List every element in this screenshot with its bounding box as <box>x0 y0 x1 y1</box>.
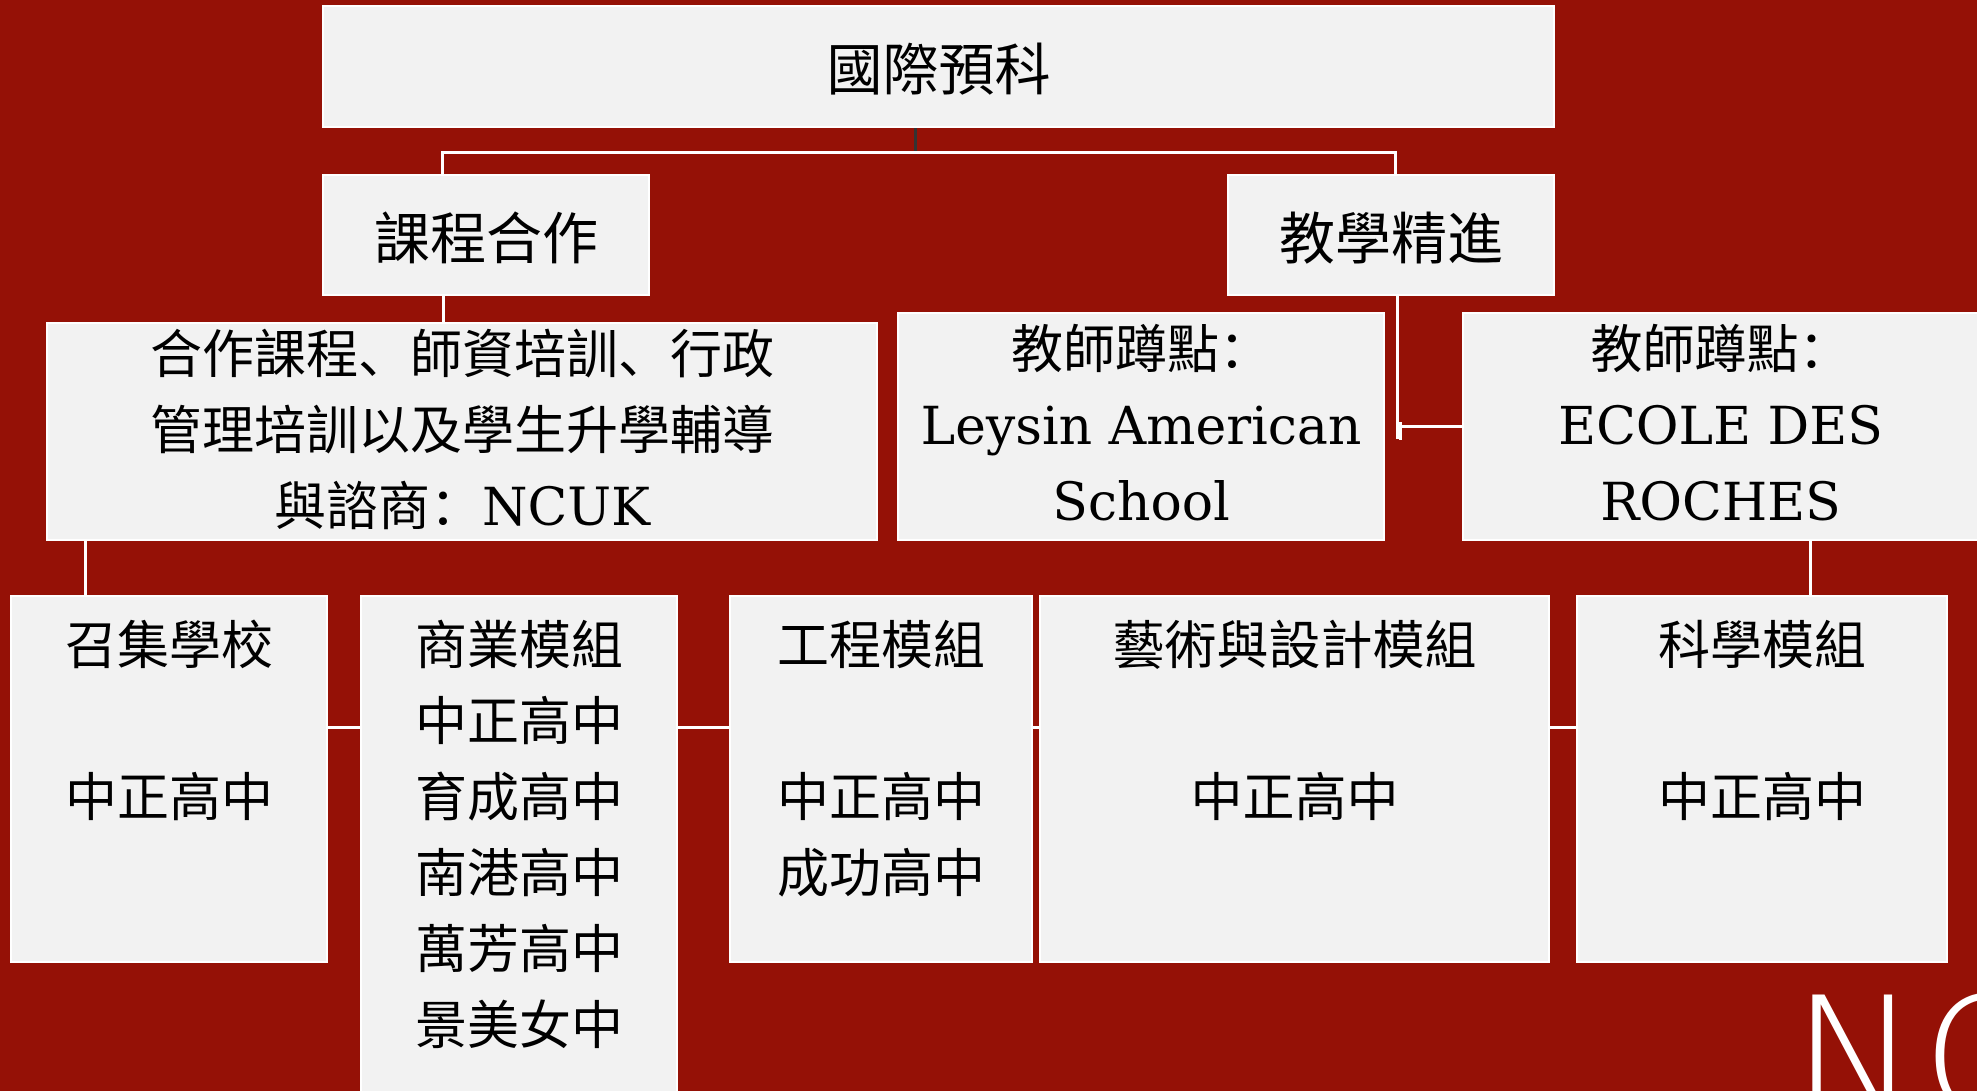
branch-label: 教學精進 <box>1279 207 1503 273</box>
partner-text-line: 與諮商：NCUK <box>274 477 650 538</box>
connector-root-stem <box>914 126 917 151</box>
connector-roches-down <box>1809 539 1812 597</box>
module-title: 工程模組 <box>776 617 985 677</box>
connector-left-branch <box>441 151 444 175</box>
partner-ecole-des-roches: 教師蹲點： ECOLE DES ROCHES <box>1462 312 1977 541</box>
module-school: 中正高中 <box>1657 769 1866 829</box>
partner-text-line: School <box>1052 472 1230 533</box>
ncuk-logo-partial: NC <box>1792 961 1977 1091</box>
branch-course-cooperation: 課程合作 <box>322 174 650 296</box>
partner-text-line: 管理培訓以及學生升學輔導 <box>149 401 774 462</box>
partner-text-line: 教師蹲點： <box>1010 320 1271 381</box>
connector-modules-3-4 <box>1031 726 1041 729</box>
module-school: 中正高中 <box>1190 769 1399 829</box>
connector-right-tick <box>1399 422 1402 440</box>
connector-modules-2-3 <box>676 726 731 729</box>
module-business: 商業模組 中正高中 育成高中 南港高中 萬芳高中 景美女中 <box>360 595 678 1091</box>
module-school: 南港高中 <box>414 845 623 905</box>
connector-right-down <box>1396 294 1399 439</box>
root-node: 國際預科 <box>322 5 1555 128</box>
module-school: 中正高中 <box>414 693 623 753</box>
module-school: 中正高中 <box>64 769 273 829</box>
connector-branch-bar <box>441 151 1397 154</box>
partner-text-line: ROCHES <box>1600 472 1841 533</box>
branch-teaching-improvement: 教學精進 <box>1227 174 1555 296</box>
connector-modules-1-2 <box>326 726 362 729</box>
partner-text-line: 合作課程、師資培訓、行政 <box>149 325 774 386</box>
module-engineering: 工程模組 中正高中 成功高中 <box>729 595 1033 963</box>
module-science: 科學模組 中正高中 <box>1576 595 1948 963</box>
partner-text-line: Leysin American <box>920 396 1362 457</box>
branch-label: 課程合作 <box>374 207 598 273</box>
partner-ncuk: 合作課程、師資培訓、行政 管理培訓以及學生升學輔導 與諮商：NCUK <box>46 322 878 541</box>
module-school: 育成高中 <box>414 769 623 829</box>
module-title: 科學模組 <box>1657 617 1866 677</box>
module-school: 成功高中 <box>776 845 985 905</box>
module-title: 召集學校 <box>64 617 273 677</box>
root-label: 國際預科 <box>826 39 1051 104</box>
partner-text-line: ECOLE DES <box>1558 396 1883 457</box>
connector-right-horizontal <box>1396 425 1462 428</box>
module-convener: 召集學校 中正高中 <box>10 595 328 963</box>
module-title: 藝術與設計模組 <box>1112 617 1477 677</box>
module-school: 中正高中 <box>776 769 985 829</box>
module-title: 商業模組 <box>414 617 623 677</box>
module-art-and-design: 藝術與設計模組 中正高中 <box>1039 595 1550 963</box>
partner-leysin-american-school: 教師蹲點： Leysin American School <box>897 312 1385 541</box>
connector-right-branch <box>1394 151 1397 175</box>
connector-modules-4-5 <box>1548 726 1578 729</box>
connector-left-to-ncuk <box>442 294 445 324</box>
partner-text-line: 教師蹲點： <box>1590 320 1851 381</box>
connector-ncuk-down <box>84 539 87 597</box>
module-school: 萬芳高中 <box>414 921 623 981</box>
module-school: 景美女中 <box>414 997 623 1057</box>
